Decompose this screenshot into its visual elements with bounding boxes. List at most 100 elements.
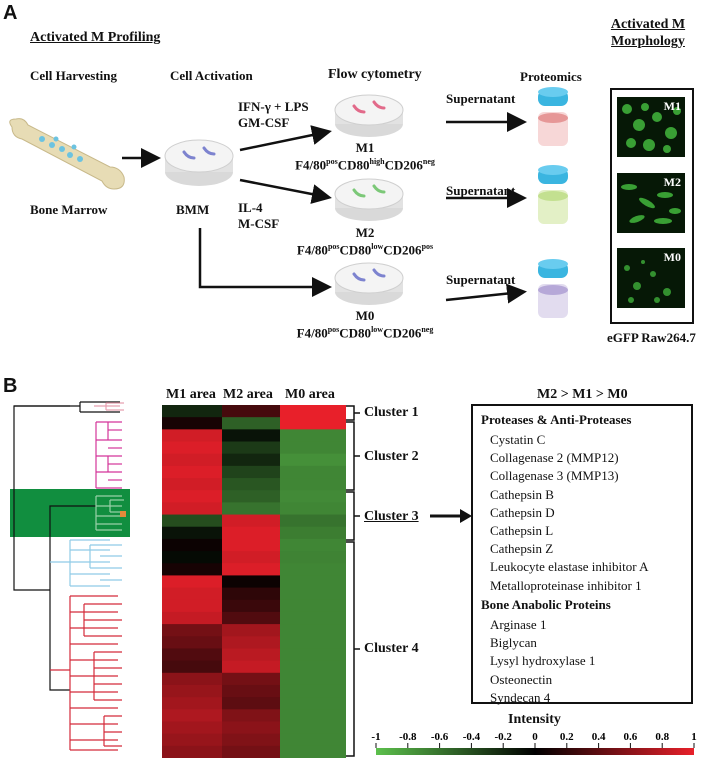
protein-item: Biglycan <box>490 635 537 651</box>
heatmap-cell <box>280 733 346 747</box>
m0-dish <box>334 262 404 305</box>
protein-item: Lysyl hydroxylase 1 <box>490 653 596 669</box>
protein-item: Metalloproteinase inhibitor 1 <box>490 577 642 593</box>
heatmap-cell <box>222 575 280 589</box>
colorbar-tick-label: -1 <box>371 731 380 743</box>
heatmap-cell <box>280 417 346 430</box>
heatmap-cell <box>222 453 280 467</box>
step-cell-harvesting: Cell Harvesting <box>30 68 118 83</box>
intensity-title: Intensity <box>508 712 561 727</box>
protein-item: Cathepsin D <box>490 504 555 520</box>
heatmap-cell <box>280 709 346 723</box>
protein-item: Collagenase 3 (MMP13) <box>490 468 619 484</box>
protein-item: Syndecan 4 <box>490 689 551 705</box>
heatmap-cell <box>280 745 346 758</box>
heatmap-cell <box>280 465 346 479</box>
egfp-label: eGFP Raw264.7 <box>607 330 696 345</box>
heatmap-cell <box>280 624 346 637</box>
bmm-dish <box>164 139 234 186</box>
heatmap-cell <box>222 721 280 735</box>
heatmap-cell <box>222 478 280 491</box>
supernatant-label-m2: Supernatant <box>446 183 516 198</box>
heatmap-cell <box>222 660 280 674</box>
heatmap-cell <box>280 721 346 735</box>
heatmap-cell <box>222 417 280 430</box>
heatmap-cell <box>162 526 222 540</box>
profiling-title: Activated M Profiling <box>30 30 161 45</box>
heatmap-cell <box>162 465 222 479</box>
protein-item: Cystatin C <box>490 432 546 447</box>
heatmap-cell <box>280 502 346 516</box>
heatmap-cell <box>280 648 346 662</box>
column-header-m2: M2 area <box>223 387 273 402</box>
m1-conditions: IFN-γ + LPS GM-CSF <box>238 99 309 130</box>
heatmap-cell <box>162 709 222 723</box>
heatmap-cell <box>222 587 280 601</box>
m1-tube <box>538 87 568 146</box>
heatmap-cell <box>222 672 280 686</box>
heatmap-cell <box>222 441 280 455</box>
m2-tube <box>538 165 568 224</box>
cluster-brackets <box>346 405 360 757</box>
dendrogram <box>10 401 130 751</box>
cluster-3-label: Cluster 3 <box>364 509 419 524</box>
m2-phenotype: M2 F4/80posCD80lowCD206pos <box>296 225 434 258</box>
heatmap-cell <box>162 721 222 735</box>
heatmap-cell <box>162 575 222 589</box>
heatmap-cell <box>222 490 280 503</box>
protein-item: Cathepsin Z <box>490 541 554 557</box>
heatmap-cell <box>162 514 222 528</box>
colorbar-tick-label: 0.2 <box>560 731 574 743</box>
heatmap-cell <box>280 575 346 589</box>
morphology-title: Activated M Morphology <box>610 17 686 49</box>
protein-item: Collagenase 2 (MMP12) <box>490 450 619 466</box>
supernatant-label-m0: Supernatant <box>446 272 516 287</box>
heatmap-cell <box>222 709 280 723</box>
order-title: M2 > M1 > M0 <box>537 387 628 402</box>
heatmap-cell <box>162 684 222 698</box>
column-header-m1: M1 area <box>166 387 216 402</box>
morphology-box <box>610 88 694 324</box>
heatmap-cell <box>162 453 222 467</box>
supernatant-label-m1: Supernatant <box>446 91 516 106</box>
heatmap-cell <box>222 745 280 758</box>
heatmap-cell <box>280 526 346 540</box>
m1-dish <box>334 94 404 137</box>
heatmap-cell <box>222 538 280 552</box>
heatmap-cell <box>222 611 280 625</box>
m2-dish <box>334 178 404 221</box>
heatmap-cell <box>222 429 280 443</box>
heatmap-cell <box>280 599 346 613</box>
protein-item: Arginase 1 <box>490 617 547 632</box>
bmm-label: BMM <box>176 202 210 217</box>
colorbar-tick-label: -0.2 <box>494 731 512 743</box>
heatmap-cell <box>162 733 222 747</box>
heatmap-cell <box>222 697 280 710</box>
heatmap-cell <box>280 429 346 443</box>
cluster-4-label: Cluster 4 <box>364 641 419 656</box>
colorbar-tick-label: 0.8 <box>655 731 669 743</box>
panel-b-letter: B <box>3 375 18 397</box>
heatmap-cell <box>162 672 222 686</box>
heatmap-cell <box>222 502 280 516</box>
heatmap-cell <box>280 587 346 601</box>
heatmap-cell <box>280 636 346 650</box>
protein-item: Cathepsin L <box>490 523 554 538</box>
heatmap-cell <box>162 648 222 662</box>
m0-tube <box>538 259 568 318</box>
heatmap-cell <box>162 551 222 564</box>
heatmap-cell <box>280 684 346 698</box>
heatmap-cell <box>280 453 346 467</box>
heatmap-cell <box>162 405 222 418</box>
heatmap-cell <box>280 611 346 625</box>
heatmap-cell <box>222 733 280 747</box>
colorbar-tick-label: 0.6 <box>624 731 638 743</box>
step-cell-activation: Cell Activation <box>170 68 253 83</box>
bone-marrow-label: Bone Marrow <box>30 202 108 217</box>
protein-item: Osteonectin <box>490 671 553 687</box>
column-header-m0: M0 area <box>285 387 335 402</box>
colorbar-tick-label: -0.4 <box>463 731 481 743</box>
heatmap-cell <box>280 514 346 528</box>
heatmap-cell <box>280 405 346 418</box>
workflow-arrows <box>122 112 527 304</box>
